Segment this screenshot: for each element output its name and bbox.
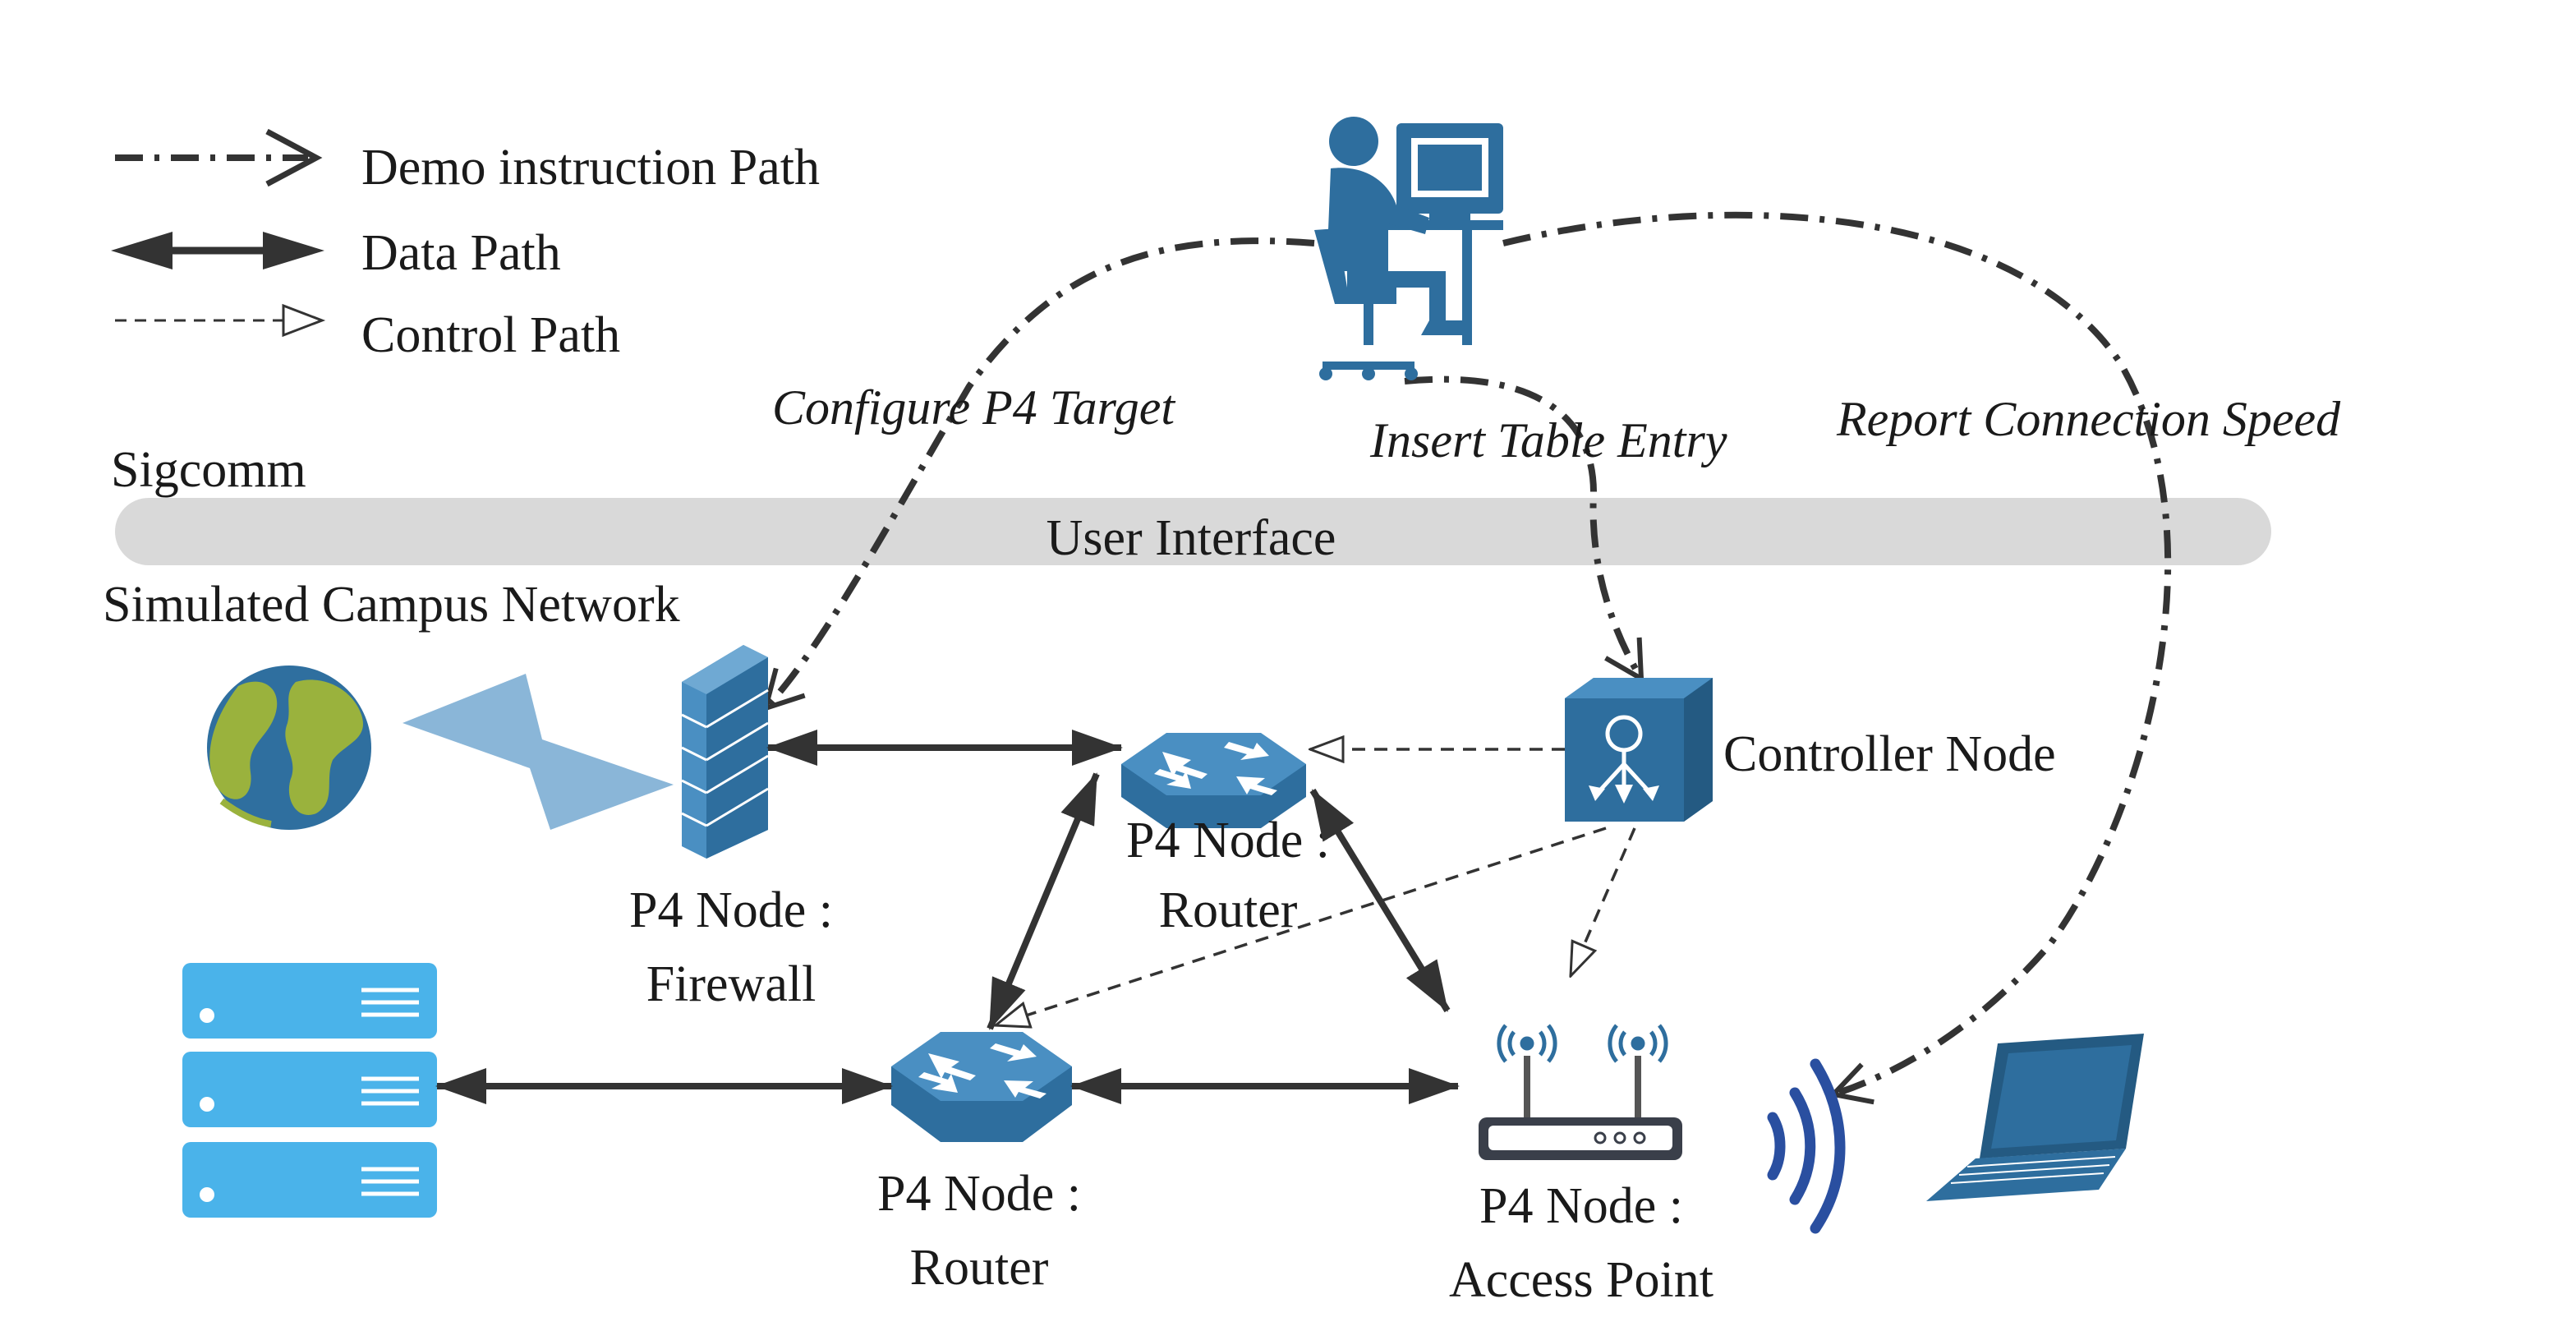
router-bottom-label-line1: P4 Node :	[877, 1166, 1081, 1222]
wifi-waves-icon	[1767, 1058, 1846, 1234]
laptop-icon[interactable]	[1926, 1034, 2144, 1201]
demo-path-insert	[1404, 375, 1644, 684]
demo-path-configure	[761, 237, 1315, 712]
firewall-icon[interactable]	[681, 645, 769, 859]
control-paths	[996, 749, 1636, 1025]
controller-node-icon[interactable]	[1565, 678, 1713, 822]
legend-control-arrowhead	[282, 303, 326, 338]
globe-icon	[207, 666, 371, 830]
legend: Demo instruction Path Data Path Control …	[111, 128, 820, 363]
legend-demo-arrowhead	[265, 128, 323, 187]
user-at-computer-icon	[1314, 117, 1503, 380]
server-unit-3	[182, 1142, 437, 1218]
server-unit-1	[182, 963, 437, 1039]
firewall-label-line2: Firewall	[646, 956, 816, 1012]
legend-data-label: Data Path	[361, 225, 561, 281]
data-path-router-router	[987, 772, 1100, 1030]
access-point-label-line2: Access Point	[1449, 1252, 1714, 1308]
data-path-router-ap	[1309, 788, 1451, 1013]
legend-data-arrowhead-right	[263, 232, 324, 269]
access-point-icon[interactable]	[1479, 1024, 1682, 1160]
demo-path-report	[1502, 211, 2172, 1105]
sigcomm-label: Sigcomm	[111, 442, 306, 498]
access-point-label-line1: P4 Node :	[1479, 1178, 1683, 1234]
annotation-configure-p4-target: Configure P4 Target	[772, 380, 1175, 435]
legend-demo-label: Demo instruction Path	[361, 140, 820, 196]
control-path-to-router-bottom	[996, 827, 1607, 1025]
server-unit-2	[182, 1052, 437, 1127]
annotation-insert-table-entry: Insert Table Entry	[1369, 413, 1727, 467]
user-interface-bar[interactable]	[115, 498, 2271, 565]
router-bottom-icon[interactable]	[891, 1032, 1072, 1142]
user-interface-label: User Interface	[1046, 510, 1336, 566]
data-paths	[435, 730, 1460, 1104]
annotation-report-connection-speed: Report Connection Speed	[1836, 392, 2341, 446]
router-top-icon[interactable]	[1121, 733, 1306, 828]
legend-control-label: Control Path	[361, 307, 620, 363]
router-bottom-label-line2: Router	[910, 1240, 1049, 1296]
simulated-network-label: Simulated Campus Network	[103, 577, 680, 633]
router-top-label-line2: Router	[1159, 882, 1298, 938]
control-path-to-ap	[1571, 827, 1636, 976]
demo-instruction-paths	[761, 211, 2172, 1105]
controller-node-label: Controller Node	[1723, 726, 2056, 782]
server-stack-icon[interactable]	[182, 963, 437, 1218]
lightning-icon	[402, 674, 674, 830]
firewall-label-line1: P4 Node :	[629, 882, 833, 938]
legend-data-arrowhead-left	[111, 232, 172, 269]
router-top-label-line1: P4 Node :	[1126, 813, 1330, 868]
